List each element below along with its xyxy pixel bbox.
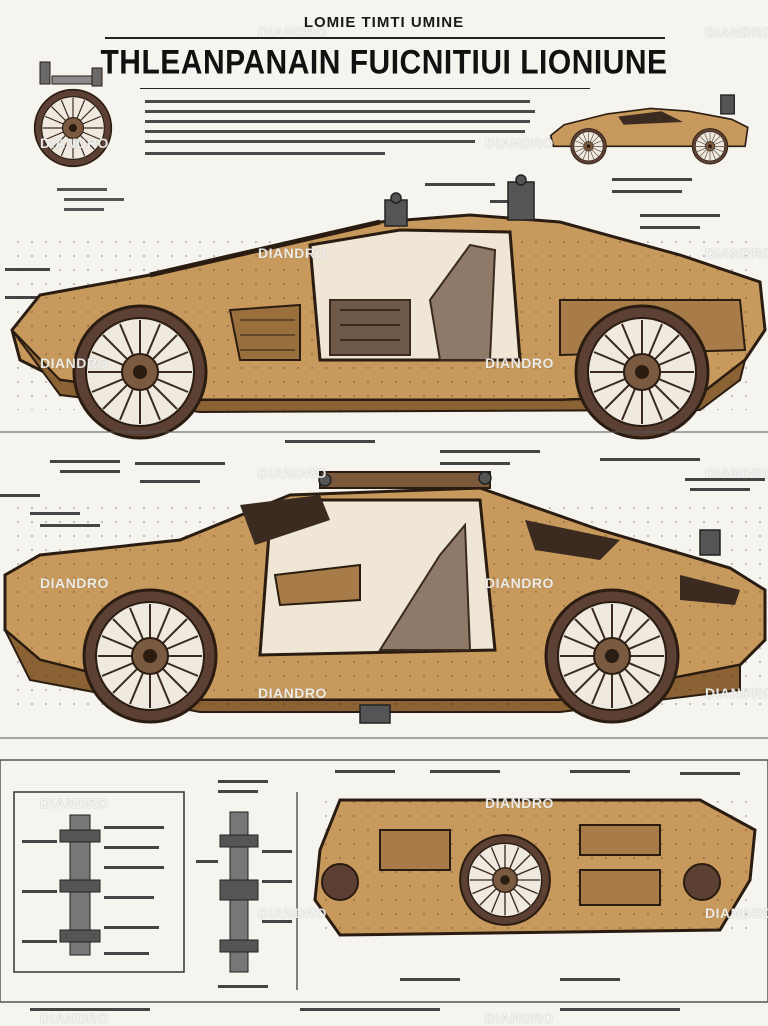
watermark: DIANDRO — [40, 355, 109, 371]
wheel-detail-top-left — [33, 88, 113, 168]
title-rule-bottom — [140, 88, 590, 89]
watermark: DIANDRO — [705, 685, 768, 701]
detail-box-left — [13, 791, 185, 973]
watermark: DIANDRO — [40, 575, 109, 591]
lower-frame — [0, 759, 768, 1003]
upper-car-side-view — [10, 174, 767, 440]
watermark: DIANDRO — [40, 1010, 109, 1026]
axle-detail-right — [219, 811, 259, 973]
main-title: THLEANPANAIN FUICNITIUI LIONIUNE — [100, 43, 668, 82]
description-lines — [145, 100, 535, 155]
car-thumbnail — [549, 94, 749, 165]
watermark: DIANDRO — [705, 24, 768, 40]
middle-car-side-view — [3, 471, 767, 724]
axle-detail-left — [59, 814, 101, 956]
watermark: DIANDRO — [258, 245, 327, 261]
gear-stack-icon — [39, 61, 103, 87]
watermark: DIANDRO — [485, 1010, 554, 1026]
title-rule-top — [105, 37, 665, 39]
watermark: DIANDRO — [705, 465, 768, 481]
watermark: DIANDRO — [258, 24, 327, 40]
watermark: DIANDRO — [258, 465, 327, 481]
watermark: DIANDRO — [40, 135, 109, 151]
chassis-cutaway — [313, 798, 757, 937]
watermark: DIANDRO — [485, 355, 554, 371]
watermark: DIANDRO — [40, 795, 109, 811]
watermark: DIANDRO — [485, 135, 554, 151]
watermark: DIANDRO — [485, 795, 554, 811]
watermark: DIANDRO — [258, 905, 327, 921]
top-caption: LOMIE TIMTI UMINE — [303, 14, 465, 31]
watermark: DIANDRO — [258, 685, 327, 701]
watermark: DIANDRO — [705, 245, 768, 261]
watermark: DIANDRO — [485, 575, 554, 591]
watermark: DIANDRO — [705, 905, 768, 921]
